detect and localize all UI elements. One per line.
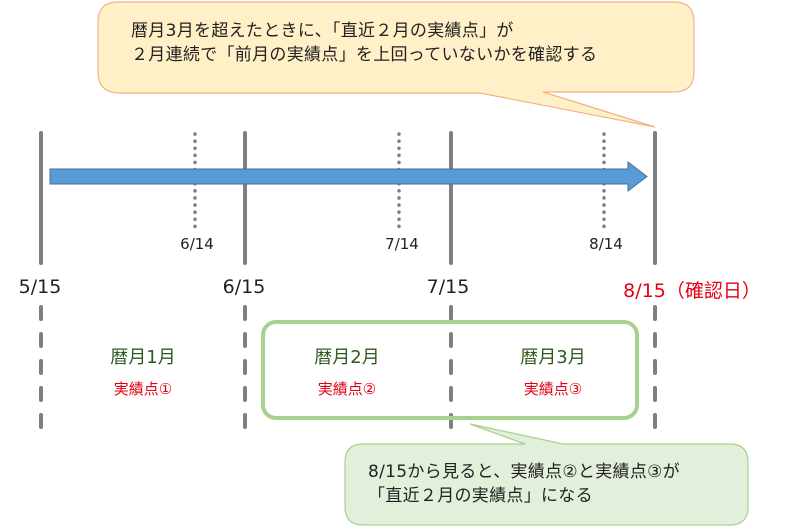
date-label-7-14: 7/14 bbox=[385, 235, 419, 253]
recent-two-months-highlight-box bbox=[261, 320, 639, 420]
date-label-6-15: 6/15 bbox=[222, 276, 266, 298]
month-3-label: 暦月3月 bbox=[520, 347, 586, 368]
bottom-callout-line-1: 8/15から見ると、実績点②と実績点③が bbox=[368, 462, 680, 482]
date-label-7-15: 7/15 bbox=[426, 276, 470, 298]
date-label-5-15: 5/15 bbox=[18, 276, 62, 298]
solid-month-lines bbox=[39, 131, 657, 265]
top-callout-bubble-shape bbox=[97, 1, 695, 128]
date-label-8-15-check-day: 8/15（確認日） bbox=[623, 280, 761, 302]
dashed-month-lines bbox=[39, 305, 657, 430]
month-1-label: 暦月1月 bbox=[110, 347, 176, 368]
dotted-day-lines bbox=[193, 132, 606, 230]
top-callout-line-2: ２月連続で「前月の実績点」を上回っていないかを確認する bbox=[131, 45, 598, 65]
bottom-callout-bubble-shape bbox=[344, 423, 749, 526]
date-label-8-14: 8/14 bbox=[589, 235, 623, 253]
month-1-point: 実績点① bbox=[113, 380, 173, 398]
month-2-point: 実績点② bbox=[317, 380, 377, 398]
month-2-label: 暦月2月 bbox=[314, 347, 380, 368]
month-3-point: 実績点③ bbox=[523, 380, 583, 398]
top-callout-line-1: 暦月3月を超えたときに、「直近２月の実績点」が bbox=[131, 21, 514, 41]
date-label-6-14: 6/14 bbox=[180, 235, 214, 253]
time-arrow bbox=[49, 160, 648, 193]
bottom-callout-line-2: 「直近２月の実績点」になる bbox=[368, 486, 593, 506]
